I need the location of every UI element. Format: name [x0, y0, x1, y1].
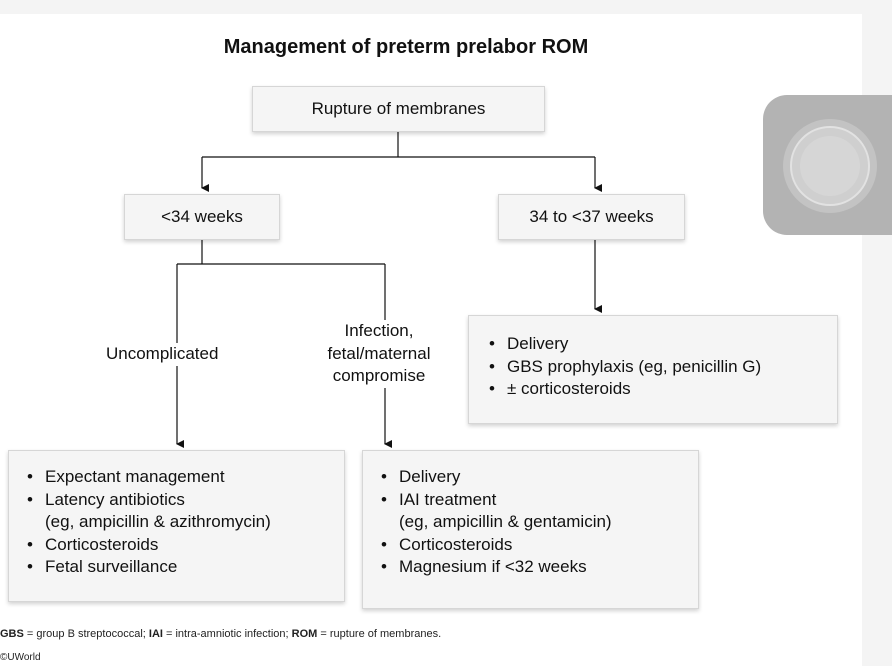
edge-label-infection-line: fetal/maternal: [327, 343, 431, 363]
list-item: Fetal surveillance: [23, 556, 344, 579]
diagram-title: Management of preterm prelabor ROM: [223, 36, 589, 58]
list-item: Magnesium if <32 weeks: [377, 556, 698, 579]
edge-label-infection: Infection, fetal/maternal compromise: [306, 320, 452, 388]
footnote-def: = group B streptococcal;: [23, 628, 149, 640]
edge-label-infection-line: Infection,: [344, 321, 414, 340]
outcome-infection: Delivery IAI treatment (eg, ampicillin &…: [362, 450, 699, 609]
list-item: GBS prophylaxis (eg, penicillin G): [485, 356, 837, 379]
list-item: Delivery: [485, 333, 837, 356]
node-34-to-37-weeks-label: 34 to <37 weeks: [529, 207, 654, 226]
node-lt34-weeks-label: <34 weeks: [161, 207, 243, 226]
list-item: ± corticosteroids: [485, 378, 837, 401]
list-item: Corticosteroids: [377, 534, 698, 557]
footnote-def: = intra-amniotic infection;: [162, 628, 292, 640]
copyright-text: ©UWorld: [0, 652, 41, 663]
list-item-continuation: (eg, ampicillin & gentamicin): [399, 512, 612, 531]
list-item: Latency antibiotics: [23, 489, 344, 512]
circle-button-icon[interactable]: [763, 95, 892, 235]
abbreviation-footnote: GBS = group B streptococcal; IAI = intra…: [0, 628, 441, 640]
list-item: Delivery: [377, 466, 698, 489]
footnote-abbr: ROM: [291, 628, 318, 640]
footnote-abbr: IAI: [148, 628, 163, 640]
list-item: IAI treatment: [377, 489, 698, 512]
footnote-abbr: GBS: [0, 628, 24, 640]
root-node: Rupture of membranes: [252, 86, 545, 132]
circle-button-ring-inner: [800, 136, 860, 196]
list-item-continuation: (eg, ampicillin & azithromycin): [45, 512, 271, 531]
list-item: Expectant management: [23, 466, 344, 489]
outcome-uncomplicated-list: Expectant management Latency antibiotics…: [23, 466, 344, 579]
outcome-infection-list: Delivery IAI treatment (eg, ampicillin &…: [377, 466, 698, 579]
outcome-uncomplicated: Expectant management Latency antibiotics…: [8, 450, 345, 602]
node-34-to-37-weeks: 34 to <37 weeks: [498, 194, 685, 240]
edge-label-infection-line: compromise: [332, 366, 426, 385]
footnote-def: = rupture of membranes.: [317, 628, 442, 640]
outcome-34-to-37: Delivery GBS prophylaxis (eg, penicillin…: [468, 315, 838, 424]
outcome-34-to-37-list: Delivery GBS prophylaxis (eg, penicillin…: [485, 333, 837, 401]
node-lt34-weeks: <34 weeks: [124, 194, 280, 240]
root-node-label: Rupture of membranes: [311, 99, 486, 118]
list-item: Corticosteroids: [23, 534, 344, 557]
edge-label-uncomplicated: Uncomplicated: [104, 343, 221, 366]
